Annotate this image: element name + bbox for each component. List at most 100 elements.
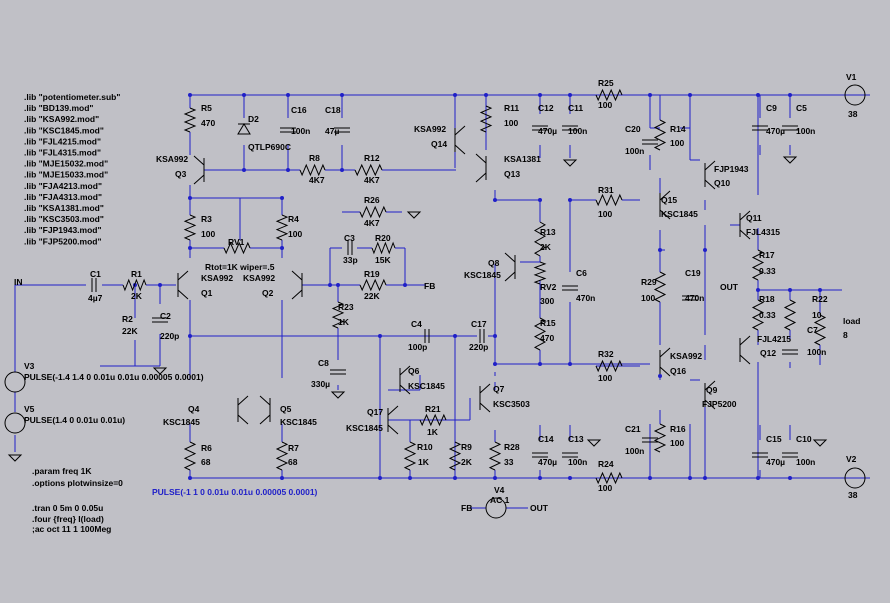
resistor-symbol [595,193,623,207]
junction-dot [242,93,246,97]
v4-value: AC 1 [490,495,510,505]
label-q5p: KSC1845 [280,417,317,427]
transistor-symbol [504,252,516,282]
v1-name: V1 [846,72,857,82]
junction-dot [158,283,162,287]
label-c12n: C12 [538,103,554,113]
label-d2n: D2 [248,114,259,124]
junction-dot [493,476,497,480]
junction-dot [538,198,542,202]
junction-dot [280,476,284,480]
junction-dot [280,196,284,200]
junction-dot [378,334,382,338]
label-q10p: FJP1943 [714,164,749,174]
label-q7p: KSC3503 [493,399,530,409]
junction-dot [568,476,572,480]
label-r2n: R2 [122,314,133,324]
resistor-symbol [419,413,447,427]
transistor-symbol [259,395,271,425]
junction-dot [188,476,192,480]
label-q16p: KSA992 [670,351,702,361]
label-r21v: 1K [427,427,439,437]
resistor-symbol [595,88,623,102]
label-r3v: 100 [201,229,215,239]
label-r9n: R9 [461,442,472,452]
resistor-symbol [595,471,623,485]
capacitor-symbol [280,127,296,133]
junction-dot [340,93,344,97]
lib-line: .lib "potentiometer.sub" [24,92,120,102]
junction-dot [242,168,246,172]
resistor-symbol [533,317,547,351]
transistor-symbol [193,155,205,185]
resistor-symbol [359,205,387,219]
capacitor-symbol [642,437,658,443]
led-symbol [237,123,251,135]
label-r22v: 10 [812,310,822,320]
junction-dot [336,283,340,287]
label-r12n: R12 [364,153,380,163]
lib-line: .lib "FJP1943.mod" [24,225,102,235]
label-c2v: 220p [160,331,179,341]
label-rv2n: RV2 [540,282,557,292]
label-r14v: 100 [670,138,684,148]
junction-dot [493,334,497,338]
tran-directive: .tran 0 5m 0 0.05u [32,503,103,513]
label-q14n: Q14 [431,139,447,149]
junction-dot [538,362,542,366]
junction-dot [568,93,572,97]
resistor-symbol [751,299,765,331]
label-r28n: R28 [504,442,520,452]
junction-dot [756,288,760,292]
label-r19v: 22K [364,291,380,301]
resistor-symbol [479,105,493,133]
capacitor-symbol [152,317,168,323]
junction-dot [453,93,457,97]
junction-dot [408,476,412,480]
lib-line: .lib "FJP5200.mod" [24,236,102,246]
circuit-wires [14,93,870,509]
v3-name: V3 [24,361,35,371]
label-r26n: R26 [364,195,380,205]
resistor-symbol [653,271,667,303]
v2-name: V2 [846,454,857,464]
label-q4p: KSC1845 [163,417,200,427]
label-q11p: FJL4315 [746,227,780,237]
label-q1p: KSA992 [201,273,233,283]
transistor-symbol [479,383,491,413]
options-directive: .options plotwinsize=0 [32,478,123,488]
lib-directives: .lib "potentiometer.sub".lib "BD139.mod"… [24,92,120,246]
label-r14n: R14 [670,124,686,134]
source-symbol [844,467,866,489]
transistor-symbol [177,270,189,300]
lib-line: .lib "FJL4315.mod" [24,148,101,158]
label-q1n: Q1 [201,288,213,298]
v5-name: V5 [24,404,35,414]
lib-line: .lib "BD139.mod" [24,103,93,113]
transistor-symbol [291,270,303,300]
junction-dot [188,246,192,250]
capacitor-symbol [682,295,698,301]
resistor-symbol [183,214,197,241]
junction-dot [688,476,692,480]
label-c5v: 100n [796,126,815,136]
junction-dot [493,362,497,366]
label-c6v: 470n [576,293,595,303]
transistor-symbol [475,153,487,183]
label-r23n: R23 [338,302,354,312]
component-labels: C14µ7R12KR222KC2220pQ1KSA992Q2KSA992RV1R… [88,78,860,493]
label-q5n: Q5 [280,404,292,414]
resistor-symbol [371,241,396,255]
label-r1v: 2K [131,291,143,301]
transistor-symbol [704,160,716,190]
label-q6p: KSC1845 [408,381,445,391]
ground-symbol [330,391,346,399]
label-c8v: 330µ [311,379,330,389]
junction-dot [788,476,792,480]
junction-dot [340,168,344,172]
resistor-symbol [122,278,147,292]
junction-dot [648,476,652,480]
label-c11n: C11 [568,103,583,113]
label-d2v: QTLP690C [248,142,291,152]
resistor-symbol [813,314,827,346]
